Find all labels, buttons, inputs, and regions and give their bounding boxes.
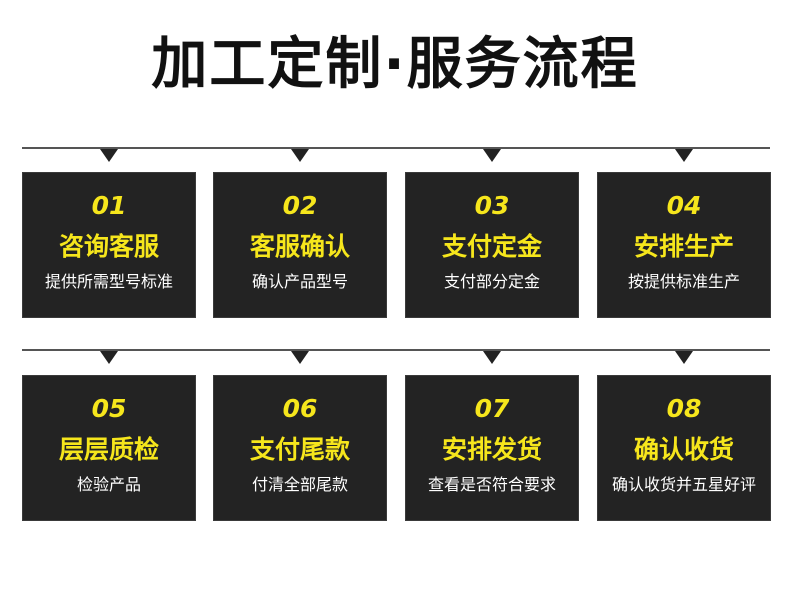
step-title: 安排生产 [633, 232, 734, 261]
arrow-down-icon [100, 149, 118, 162]
step-title: 确认收货 [633, 435, 734, 464]
step-number: 04 [666, 191, 702, 220]
arrow-down-icon [291, 149, 309, 162]
arrow-down-icon [483, 149, 501, 162]
step-description: 按提供标准生产 [627, 272, 740, 291]
step-number: 07 [474, 394, 510, 423]
step-card: 07 安排发货 查看是否符合要求 [405, 375, 579, 521]
step-card: 01 咨询客服 提供所需型号标准 [22, 172, 196, 318]
step-title: 层层质检 [58, 435, 159, 464]
step-number: 03 [474, 191, 510, 220]
step-title: 支付尾款 [249, 435, 350, 464]
step-description: 检验产品 [76, 475, 141, 494]
step-description: 支付部分定金 [443, 272, 540, 291]
step-card: 04 安排生产 按提供标准生产 [597, 172, 771, 318]
row-1-divider [22, 147, 770, 149]
arrow-down-icon [675, 149, 693, 162]
step-description: 确认收货并五星好评 [611, 475, 756, 494]
step-number: 08 [666, 394, 702, 423]
page-title: 加工定制·服务流程 [151, 32, 639, 97]
step-title: 咨询客服 [58, 232, 159, 261]
step-number: 06 [282, 394, 318, 423]
step-title: 安排发货 [441, 435, 542, 464]
step-description: 付清全部尾款 [251, 475, 348, 494]
step-description: 查看是否符合要求 [427, 475, 556, 494]
step-description: 确认产品型号 [251, 272, 348, 291]
arrow-down-icon [100, 351, 118, 364]
step-card: 02 客服确认 确认产品型号 [213, 172, 387, 318]
step-card: 03 支付定金 支付部分定金 [405, 172, 579, 318]
step-description: 提供所需型号标准 [44, 272, 173, 291]
step-title: 客服确认 [249, 232, 350, 261]
arrow-down-icon [675, 351, 693, 364]
step-number: 02 [282, 191, 318, 220]
step-card: 08 确认收货 确认收货并五星好评 [597, 375, 771, 521]
step-card: 05 层层质检 检验产品 [22, 375, 196, 521]
arrow-down-icon [291, 351, 309, 364]
step-card: 06 支付尾款 付清全部尾款 [213, 375, 387, 521]
step-number: 05 [91, 394, 127, 423]
arrow-down-icon [483, 351, 501, 364]
step-title: 支付定金 [441, 232, 542, 261]
step-number: 01 [91, 191, 127, 220]
row-2-divider [22, 349, 770, 351]
